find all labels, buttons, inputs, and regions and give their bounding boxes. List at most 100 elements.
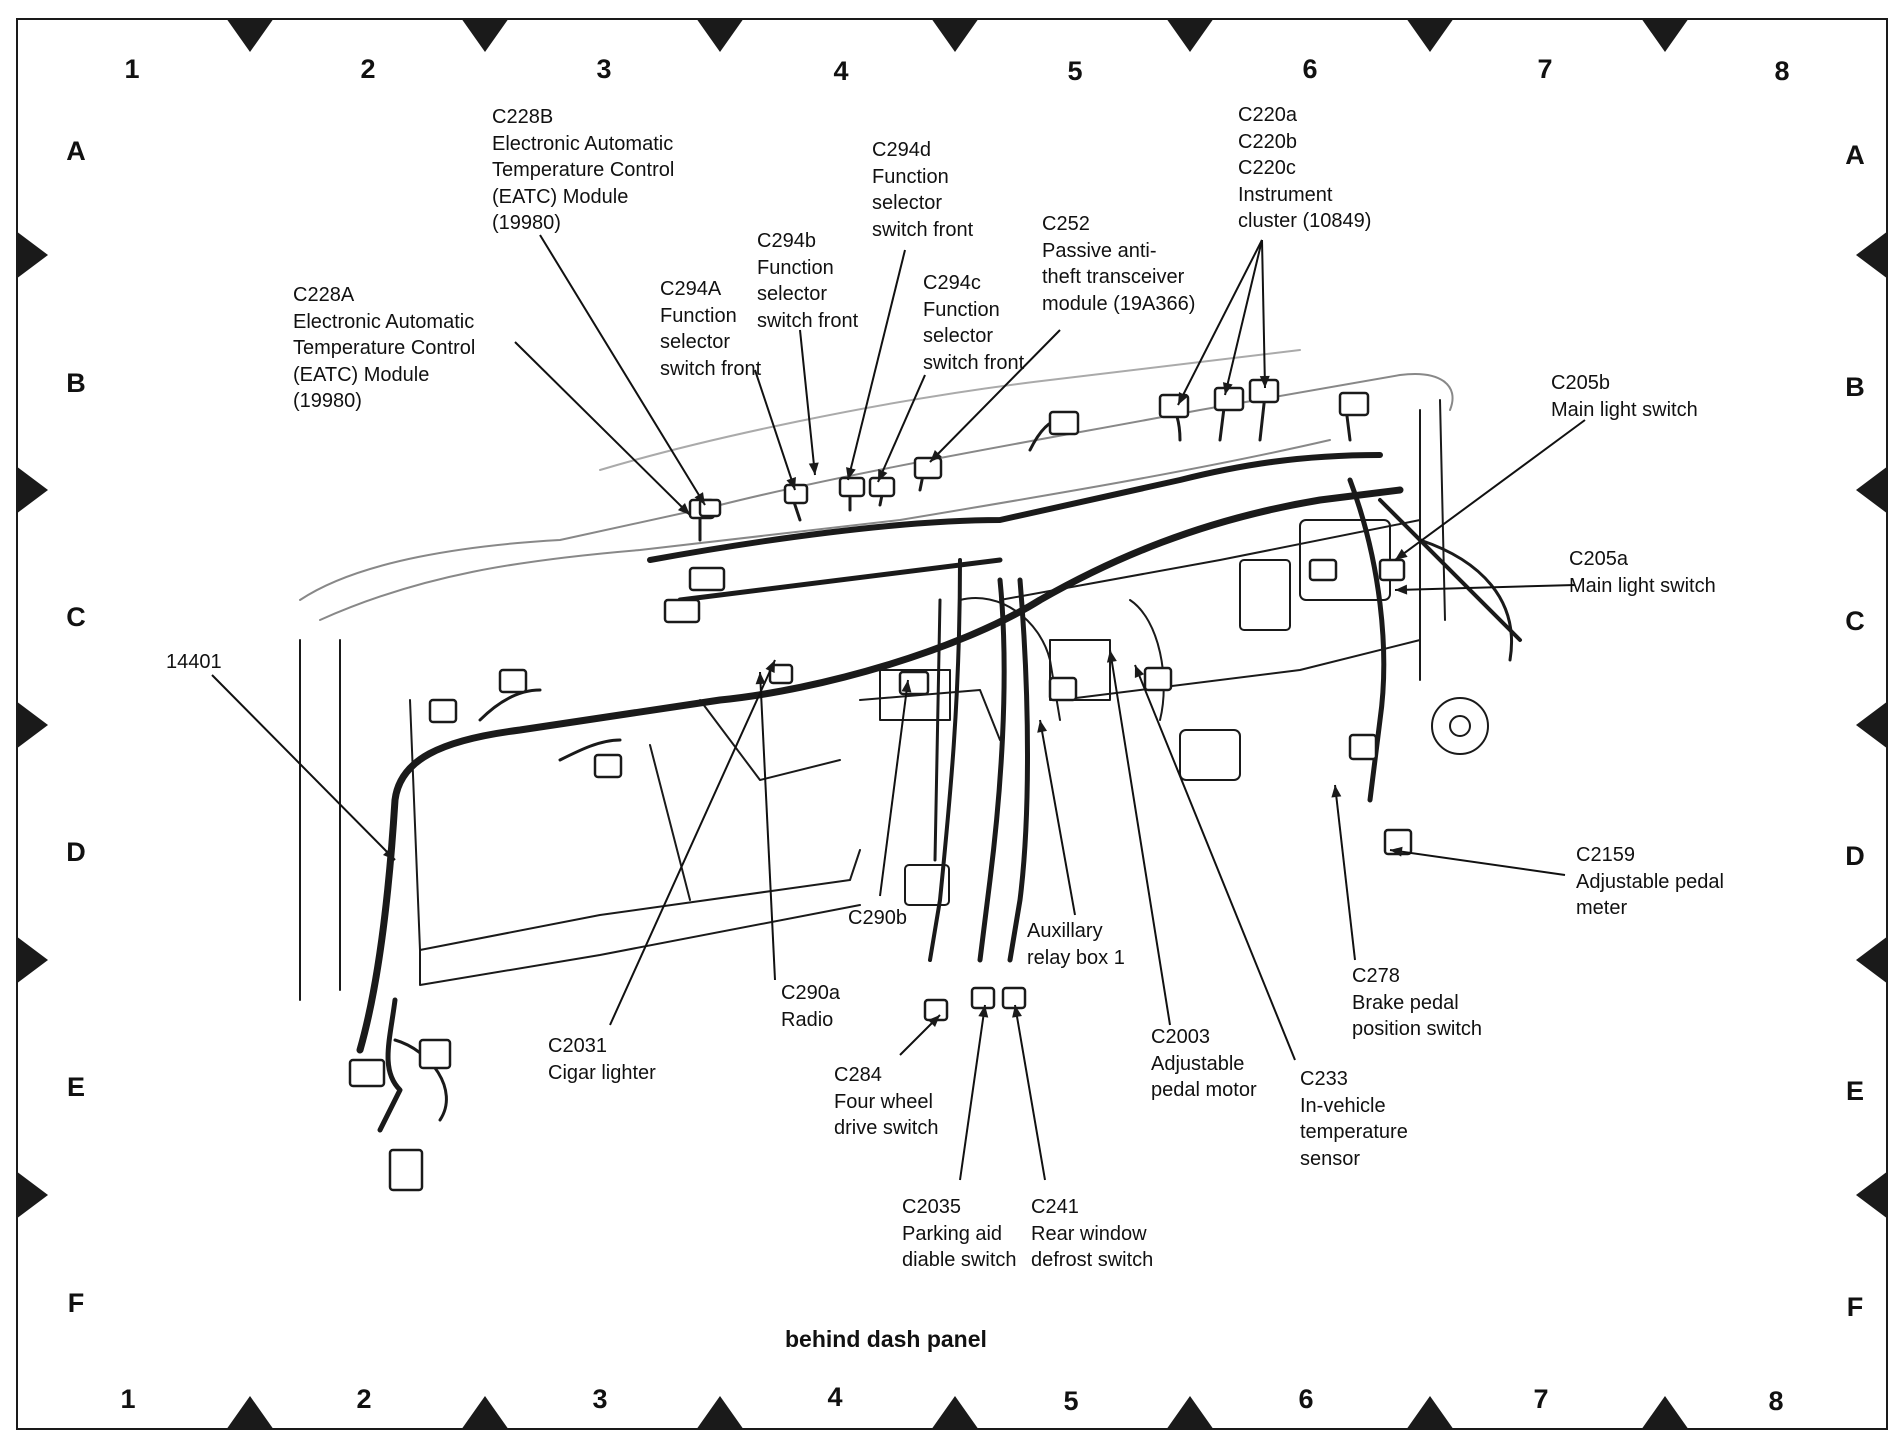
grid-marker-top <box>226 18 274 52</box>
column-label: 7 <box>1533 1384 1549 1414</box>
leader-arrowhead <box>1259 375 1270 388</box>
leader-arrowhead <box>677 503 690 515</box>
column-label: 1 <box>124 54 140 84</box>
grid-marker-bottom <box>1406 1396 1454 1430</box>
grid-marker-top <box>696 18 744 52</box>
grid-marker-right <box>1856 936 1888 984</box>
grid-marker-top <box>931 18 979 52</box>
leader-arrowhead <box>978 1005 989 1018</box>
callout-c284: C284 Four wheel drive switch <box>834 1064 939 1139</box>
callout-c294b: C294b Function selector switch front <box>757 230 859 332</box>
leader-arrowhead <box>878 469 888 482</box>
column-label: 3 <box>596 54 612 84</box>
callout-c205a: C205a Main light switch <box>1569 548 1716 597</box>
leader-arrowhead <box>927 1015 940 1028</box>
leader-arrowhead <box>901 680 912 693</box>
callout-c205b: C205b Main light switch <box>1551 372 1698 421</box>
callout-c290a: C290a Radio <box>781 982 840 1031</box>
grid-marker-left <box>16 1171 48 1219</box>
leader-arrowhead <box>694 492 705 505</box>
callout-c2159: C2159 Adjustable pedal meter <box>1576 844 1724 919</box>
leader-arrowhead <box>1395 584 1408 595</box>
column-label: 6 <box>1298 1384 1314 1414</box>
column-label: 4 <box>833 56 849 86</box>
column-label: 7 <box>1537 54 1553 84</box>
leader-arrowhead <box>765 660 775 673</box>
row-label: C <box>66 602 86 632</box>
row-label: B <box>1845 372 1865 402</box>
callout-c290b: C290b <box>848 907 907 929</box>
column-label: 5 <box>1063 1386 1079 1416</box>
grid-marker-left <box>16 936 48 984</box>
callout-c294c: C294c Function selector switch front <box>923 272 1025 374</box>
leader-arrowhead <box>1390 846 1403 857</box>
leader-arrowhead <box>1134 665 1145 678</box>
callout-c241: C241 Rear window defrost switch <box>1031 1196 1154 1271</box>
row-label: E <box>66 1072 85 1102</box>
callout-auxillary-relay-box: Auxillary relay box 1 <box>1027 920 1125 969</box>
grid-marker-left <box>16 231 48 279</box>
column-label: 1 <box>120 1384 136 1414</box>
grid-marker-bottom <box>226 1396 274 1430</box>
grid-marker-top <box>1166 18 1214 52</box>
grid-marker-right <box>1856 701 1888 749</box>
grid-marker-left <box>16 701 48 749</box>
leader-arrowhead <box>1012 1005 1022 1018</box>
grid-marker-left <box>16 466 48 514</box>
leader-arrowhead <box>786 477 796 490</box>
row-label: B <box>66 368 86 398</box>
callout-c278: C278 Brake pedal position switch <box>1352 965 1483 1040</box>
column-label: 6 <box>1302 54 1318 84</box>
row-label: A <box>66 136 86 166</box>
row-label: A <box>1845 140 1865 170</box>
grid-marker-bottom <box>1166 1396 1214 1430</box>
row-label: D <box>1845 841 1865 871</box>
grid-marker-right <box>1856 1171 1888 1219</box>
callout-c294d: C294d Function selector switch front <box>872 139 974 241</box>
leader-arrowhead <box>930 449 942 462</box>
leader-arrowhead <box>808 462 819 475</box>
callout-c220: C220a C220b C220c Instrument cluster (10… <box>1238 104 1372 232</box>
grid-marker-top <box>461 18 509 52</box>
column-label: 4 <box>827 1382 843 1412</box>
leader-arrowhead <box>1106 650 1117 663</box>
grid-marker-bottom <box>1641 1396 1689 1430</box>
callout-c252: C252 Passive anti- theft transceiver mod… <box>1042 213 1196 315</box>
leader-arrowhead <box>383 847 395 860</box>
column-label: 2 <box>356 1384 372 1414</box>
callout-14401: 14401 <box>166 651 222 673</box>
leader-arrowhead <box>1395 548 1408 560</box>
grid-marker-right <box>1856 231 1888 279</box>
callout-c228a: C228A Electronic Automatic Temperature C… <box>293 284 476 412</box>
grid-marker-bottom <box>696 1396 744 1430</box>
column-label: 3 <box>592 1384 608 1414</box>
row-label: F <box>1846 1292 1864 1322</box>
row-label: E <box>1845 1076 1864 1106</box>
row-label: D <box>66 837 86 867</box>
callout-c2003: C2003 Adjustable pedal motor <box>1151 1026 1257 1101</box>
leader-arrowhead <box>1037 720 1048 733</box>
callout-c294a: C294A Function selector switch front <box>660 278 762 380</box>
callout-c228b: C228B Electronic Automatic Temperature C… <box>492 106 675 234</box>
column-label: 2 <box>360 54 376 84</box>
leader-arrowhead <box>846 467 856 480</box>
grid-marker-right <box>1856 466 1888 514</box>
row-label: C <box>1845 606 1865 636</box>
grid-marker-top <box>1406 18 1454 52</box>
column-label: 8 <box>1774 56 1790 86</box>
column-label: 5 <box>1067 56 1083 86</box>
callout-c2035: C2035 Parking aid diable switch <box>902 1196 1017 1271</box>
grid-marker-bottom <box>461 1396 509 1430</box>
callout-c2031: C2031 Cigar lighter <box>548 1035 656 1084</box>
row-label: F <box>67 1288 85 1318</box>
leader-arrowhead <box>1222 382 1233 395</box>
callout-c233: C233 In-vehicle temperature sensor <box>1300 1068 1408 1170</box>
leader-lines <box>211 234 1586 1181</box>
leader-arrowhead <box>1178 392 1188 405</box>
diagram-caption: behind dash panel <box>785 1326 987 1352</box>
grid-marker-bottom <box>931 1396 979 1430</box>
leader-arrowhead <box>1331 785 1342 798</box>
grid-marker-top <box>1641 18 1689 52</box>
